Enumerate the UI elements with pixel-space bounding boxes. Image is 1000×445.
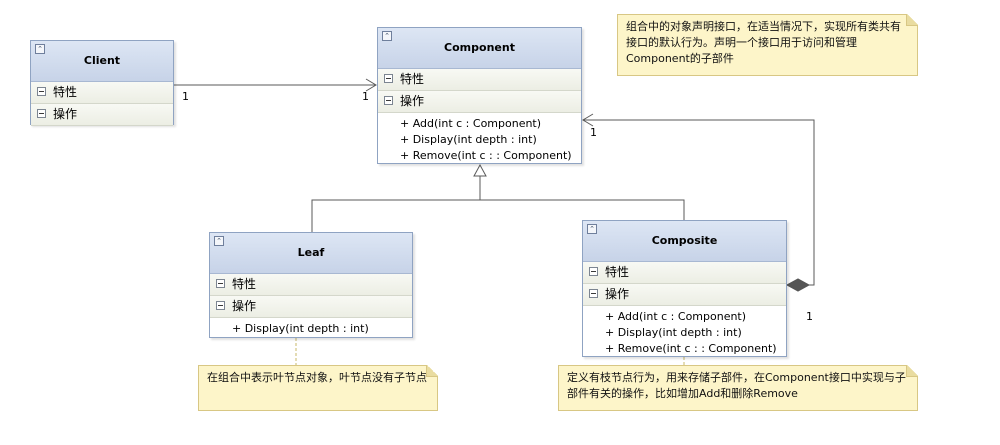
aggregation-diamond	[785, 278, 811, 292]
class-header: ⌃ Composite	[583, 221, 786, 262]
attributes-section[interactable]: 特性	[210, 274, 412, 296]
aggregation-arrowhead	[582, 113, 594, 127]
class-name: Component	[444, 41, 515, 54]
minus-toggle-icon[interactable]	[384, 74, 393, 83]
composite-aggregation-line	[583, 119, 815, 286]
minus-toggle-icon[interactable]	[216, 301, 225, 310]
class-component[interactable]: ⌃ Component 特性 操作 + Add(int c : Componen…	[377, 27, 582, 164]
operations-list: + Add(int c : Component) + Display(int d…	[583, 306, 786, 360]
minus-toggle-icon[interactable]	[589, 267, 598, 276]
operation-add[interactable]: + Add(int c : Component)	[400, 117, 542, 130]
operations-list: + Add(int c : Component) + Display(int d…	[378, 113, 581, 167]
operation-display[interactable]: + Display(int depth : int)	[400, 133, 537, 146]
composite-generalization-line	[480, 199, 685, 220]
note-component[interactable]: 组合中的对象声明接口，在适当情况下，实现所有类共有接口的默认行为。声明一个接口用…	[617, 14, 918, 76]
class-name: Client	[83, 54, 121, 67]
operations-section[interactable]: 操作	[210, 296, 412, 318]
operations-section[interactable]: 操作	[31, 104, 173, 126]
attributes-section[interactable]: 特性	[583, 262, 786, 284]
operation-remove[interactable]: + Remove(int c : : Component)	[605, 342, 777, 355]
minus-toggle-icon[interactable]	[216, 279, 225, 288]
operations-list: + Display(int depth : int)	[210, 318, 412, 340]
class-client[interactable]: ⌃ Client 特性 操作	[30, 40, 174, 126]
attributes-section[interactable]: 特性	[31, 82, 173, 104]
minus-toggle-icon[interactable]	[589, 289, 598, 298]
collapse-icon[interactable]: ⌃	[382, 31, 392, 41]
class-header: ⌃ Client	[31, 41, 173, 82]
note-composite[interactable]: 定义有枝节点行为，用来存储子部件，在Component接口中实现与子部件有关的操…	[558, 365, 918, 411]
operations-label: 操作	[232, 299, 257, 313]
minus-toggle-icon[interactable]	[37, 87, 46, 96]
class-composite[interactable]: ⌃ Composite 特性 操作 + Add(int c : Componen…	[582, 220, 787, 357]
multiplicity-component: 1	[362, 90, 369, 103]
operations-section[interactable]: 操作	[583, 284, 786, 306]
attributes-label: 特性	[400, 72, 425, 86]
operations-section[interactable]: 操作	[378, 91, 581, 113]
minus-toggle-icon[interactable]	[384, 96, 393, 105]
generalization-triangle	[473, 163, 487, 177]
association-arrowhead	[365, 78, 377, 92]
class-name: Leaf	[297, 246, 325, 259]
multiplicity-client: 1	[182, 90, 189, 103]
operation-remove[interactable]: + Remove(int c : : Component)	[400, 149, 572, 162]
operations-label: 操作	[53, 107, 78, 121]
class-header: ⌃ Component	[378, 28, 581, 69]
operation-display[interactable]: + Display(int depth : int)	[232, 322, 369, 335]
attributes-section[interactable]: 特性	[378, 69, 581, 91]
class-name: Composite	[651, 234, 718, 247]
attributes-label: 特性	[605, 265, 630, 279]
note-leaf[interactable]: 在组合中表示叶节点对象，叶节点没有子节点	[198, 365, 438, 411]
collapse-icon[interactable]: ⌃	[214, 236, 224, 246]
operation-display[interactable]: + Display(int depth : int)	[605, 326, 742, 339]
leaf-generalization-line	[311, 175, 481, 232]
operation-add[interactable]: + Add(int c : Component)	[605, 310, 747, 323]
class-leaf[interactable]: ⌃ Leaf 特性 操作 + Display(int depth : int)	[209, 232, 413, 338]
operations-label: 操作	[605, 287, 630, 301]
class-header: ⌃ Leaf	[210, 233, 412, 274]
minus-toggle-icon[interactable]	[37, 109, 46, 118]
collapse-icon[interactable]: ⌃	[35, 44, 45, 54]
attributes-label: 特性	[232, 277, 257, 291]
multiplicity-composite: 1	[806, 310, 813, 323]
operations-label: 操作	[400, 94, 425, 108]
multiplicity-component-aggregate: 1	[590, 126, 597, 139]
collapse-icon[interactable]: ⌃	[587, 224, 597, 234]
attributes-label: 特性	[53, 85, 78, 99]
